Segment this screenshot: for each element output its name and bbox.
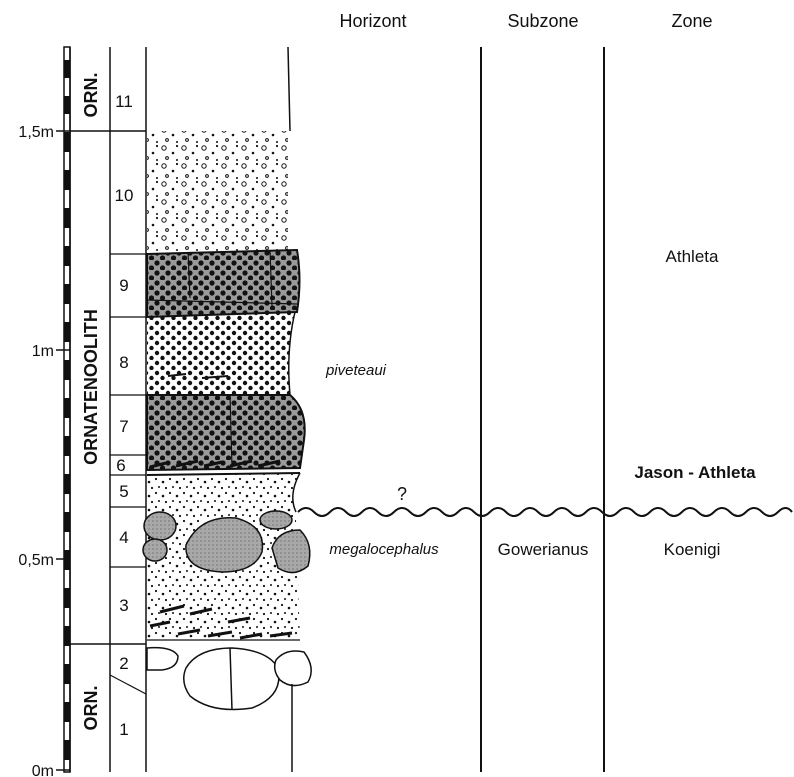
scale-bar — [64, 47, 70, 772]
bed-label-6: 6 — [116, 456, 125, 475]
unit-label-middle: ORNATENOOLITH — [81, 309, 101, 465]
bed-label-7: 7 — [119, 417, 128, 436]
bed-label-11: 11 — [115, 92, 133, 111]
bed-label-9: 9 — [119, 276, 128, 295]
bed-label-4: 4 — [119, 528, 128, 547]
scale-label-1: 1m — [32, 343, 54, 360]
unconformity-line — [298, 508, 792, 516]
header-zone: Zone — [671, 11, 712, 31]
zone-label-upper: Athleta — [666, 247, 719, 266]
bed-label-2: 2 — [119, 654, 128, 673]
horizon-label-lower: megalocephalus — [329, 541, 439, 558]
lithology-column — [143, 47, 311, 772]
bed-label-8: 8 — [119, 353, 128, 372]
scale-label-0: 0m — [32, 763, 54, 777]
bed-label-3: 3 — [119, 596, 128, 615]
horizon-label-upper: piveteaui — [325, 362, 387, 379]
header-subzone: Subzone — [507, 11, 578, 31]
subzone-label-lower: Gowerianus — [498, 540, 589, 559]
unconformity-question-mark: ? — [397, 484, 407, 504]
zone-label-transition: Jason - Athleta — [634, 463, 756, 482]
bed-label-10: 10 — [115, 186, 134, 205]
header-horizont: Horizont — [339, 11, 406, 31]
bed-label-1: 1 — [119, 720, 128, 739]
unit-label-lower: ORN. — [81, 686, 101, 731]
bed-label-5: 5 — [119, 482, 128, 501]
zone-label-lower: Koenigi — [664, 540, 721, 559]
unit-label-upper: ORN. — [81, 73, 101, 118]
scale-label-15: 1,5m — [18, 124, 54, 141]
scale-label-05: 0,5m — [18, 552, 54, 569]
